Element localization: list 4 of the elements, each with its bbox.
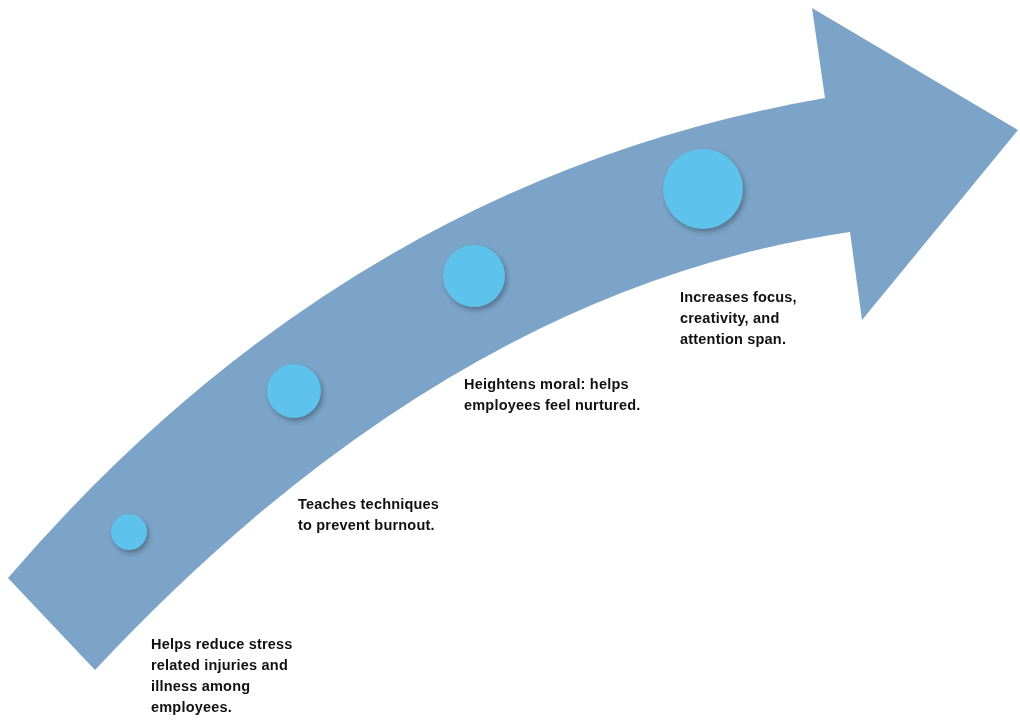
step-description: Heightens moral: helps employees feel nurtured.: [464, 375, 642, 415]
step-description: Teaches techniques to prevent burnout.: [298, 495, 441, 535]
step-description: Helps reduce stress related injuries and illness among employees.: [151, 635, 294, 717]
step-description: Increases focus, creativity, and attention span.: [680, 288, 798, 349]
